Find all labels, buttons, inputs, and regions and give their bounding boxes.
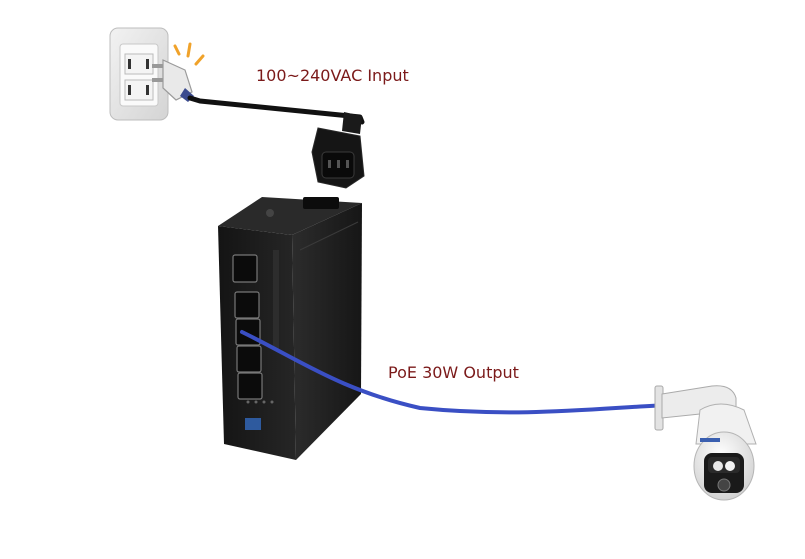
ptz-camera-icon <box>654 385 757 501</box>
dip-switch <box>245 418 261 430</box>
poe-output-label: PoE 30W Output <box>388 363 519 382</box>
poe-cable <box>240 330 670 415</box>
wall-outlet-icon <box>109 27 169 121</box>
ethernet-port <box>234 291 260 319</box>
ethernet-port <box>237 372 263 400</box>
power-input-label: 100~240VAC Input <box>256 66 409 85</box>
industrial-poe-switch <box>218 197 362 460</box>
power-plug-icon <box>152 59 194 102</box>
ethernet-port <box>236 345 262 373</box>
sfp-port <box>232 254 258 283</box>
iec-connector-icon <box>311 112 365 189</box>
spark-icon <box>173 42 205 66</box>
power-cable <box>187 95 365 125</box>
